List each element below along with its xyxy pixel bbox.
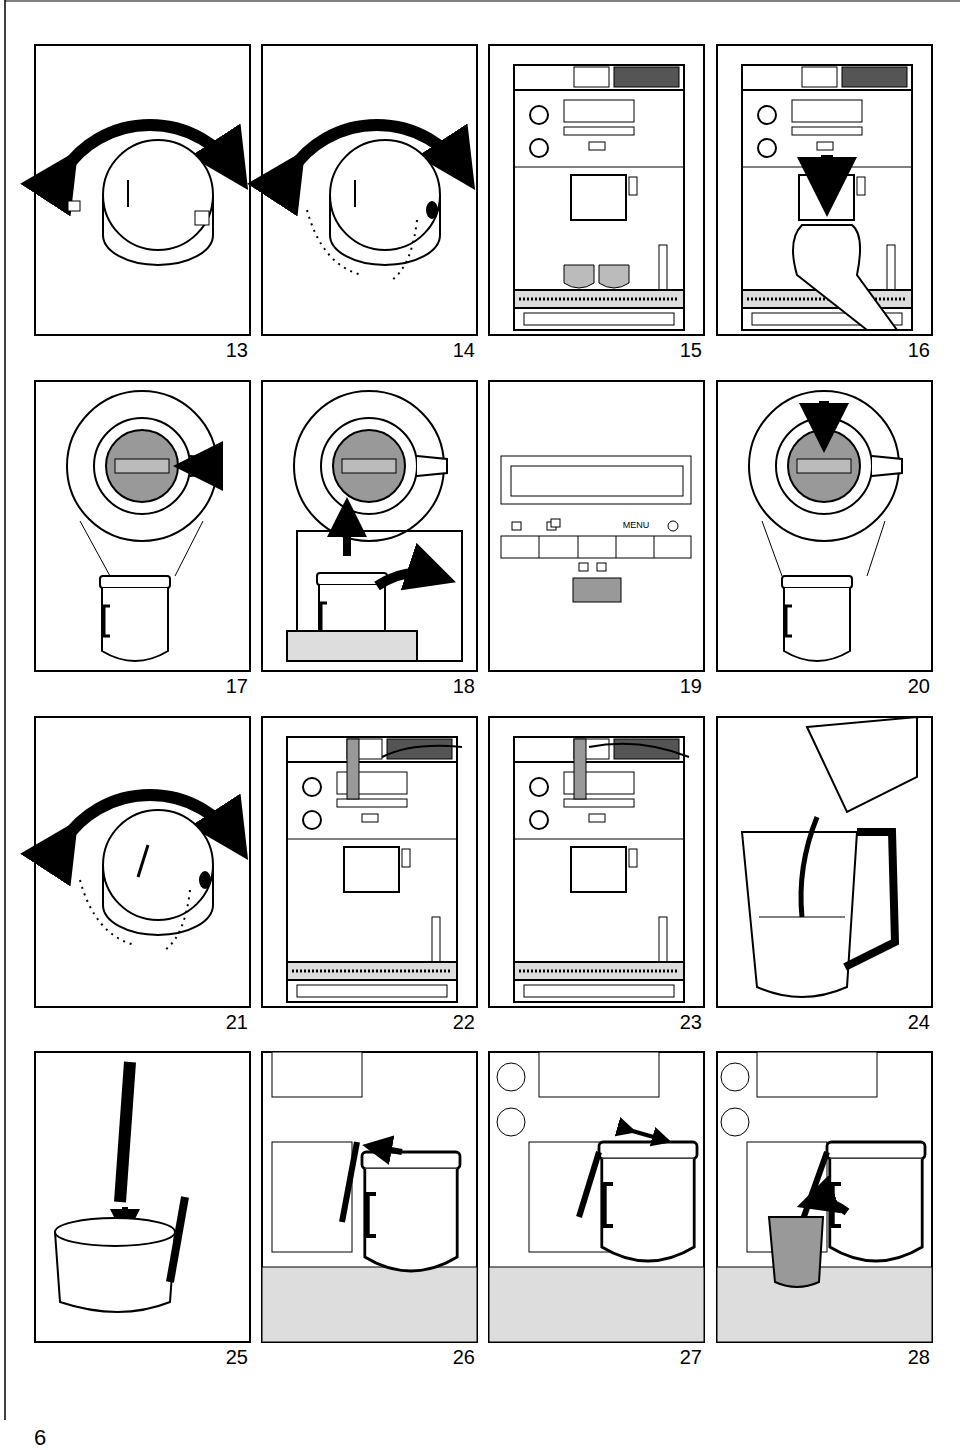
figure-number: 20	[908, 675, 930, 697]
figure-number: 26	[453, 1346, 475, 1368]
figure-number: 21	[226, 1011, 248, 1033]
figure-number: 13	[226, 339, 248, 361]
page-number: 6	[34, 1426, 46, 1450]
figure-number: 23	[680, 1011, 702, 1033]
figure-number: 17	[226, 675, 248, 697]
figure-number: 24	[908, 1011, 930, 1033]
figure-number: 28	[908, 1346, 930, 1368]
menu-key-label: MENU	[623, 521, 650, 531]
figure-number: 19	[680, 675, 702, 697]
figure-number: 22	[453, 1011, 475, 1033]
figure-number: 25	[226, 1346, 248, 1368]
figure-number: 27	[680, 1346, 702, 1368]
figure-number: 18	[453, 675, 475, 697]
figure-number: 14	[453, 339, 475, 361]
figure-number: 16	[908, 339, 930, 361]
figure-number: 15	[680, 339, 702, 361]
